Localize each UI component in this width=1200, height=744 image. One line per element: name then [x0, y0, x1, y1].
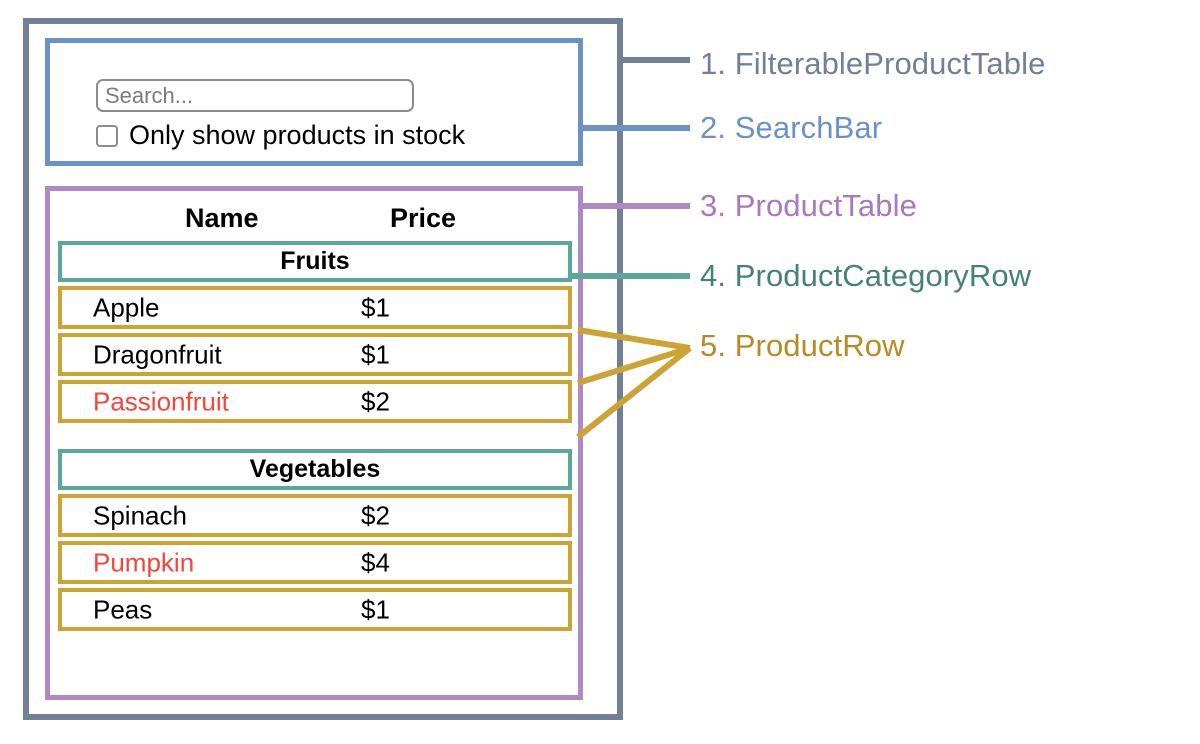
- product-table-inner: Name Price Fruits Apple $1 Dragonfruit $…: [58, 197, 572, 635]
- product-price: $1: [361, 292, 390, 322]
- legend-label-product-table: 3. ProductTable: [700, 188, 917, 223]
- category-group-spacer: [58, 427, 572, 449]
- product-price: $2: [361, 386, 390, 416]
- product-row: Spinach $2: [58, 494, 572, 537]
- product-name: Spinach: [93, 500, 187, 530]
- in-stock-checkbox-label: Only show products in stock: [129, 120, 466, 150]
- legend-label-search-bar: 2. SearchBar: [700, 110, 883, 145]
- product-row: Apple $1: [58, 286, 572, 329]
- column-header-name: Name: [185, 203, 259, 233]
- product-row: Peas $1: [58, 588, 572, 631]
- legend-label-product-category-row: 4. ProductCategoryRow: [700, 258, 1032, 293]
- product-category-row: Fruits: [58, 241, 572, 282]
- product-name: Pumpkin: [93, 547, 195, 577]
- product-row: Passionfruit $2: [58, 380, 572, 423]
- product-price: $4: [361, 547, 390, 577]
- product-category-row: Vegetables: [58, 449, 572, 490]
- product-name: Apple: [93, 292, 160, 322]
- product-table-header-row: Name Price: [58, 197, 572, 241]
- legend-label-filterable-product-table: 1. FilterableProductTable: [700, 46, 1046, 81]
- product-category-label: Vegetables: [249, 455, 381, 483]
- product-price: $1: [361, 594, 390, 624]
- product-row: Pumpkin $4: [58, 541, 572, 584]
- product-name: Peas: [93, 594, 153, 624]
- search-bar: Only show products in stock: [45, 38, 583, 166]
- product-price: $2: [361, 500, 390, 530]
- in-stock-filter-row[interactable]: Only show products in stock: [96, 122, 465, 149]
- product-table: Name Price Fruits Apple $1 Dragonfruit $…: [45, 186, 583, 700]
- product-name: Passionfruit: [93, 386, 229, 416]
- product-name: Dragonfruit: [93, 339, 222, 369]
- legend-label-product-row: 5. ProductRow: [700, 328, 905, 363]
- product-row: Dragonfruit $1: [58, 333, 572, 376]
- search-input[interactable]: [96, 79, 414, 112]
- in-stock-checkbox[interactable]: [96, 124, 118, 147]
- column-header-price: Price: [390, 203, 457, 233]
- product-category-label: Fruits: [280, 247, 350, 275]
- product-price: $1: [361, 339, 390, 369]
